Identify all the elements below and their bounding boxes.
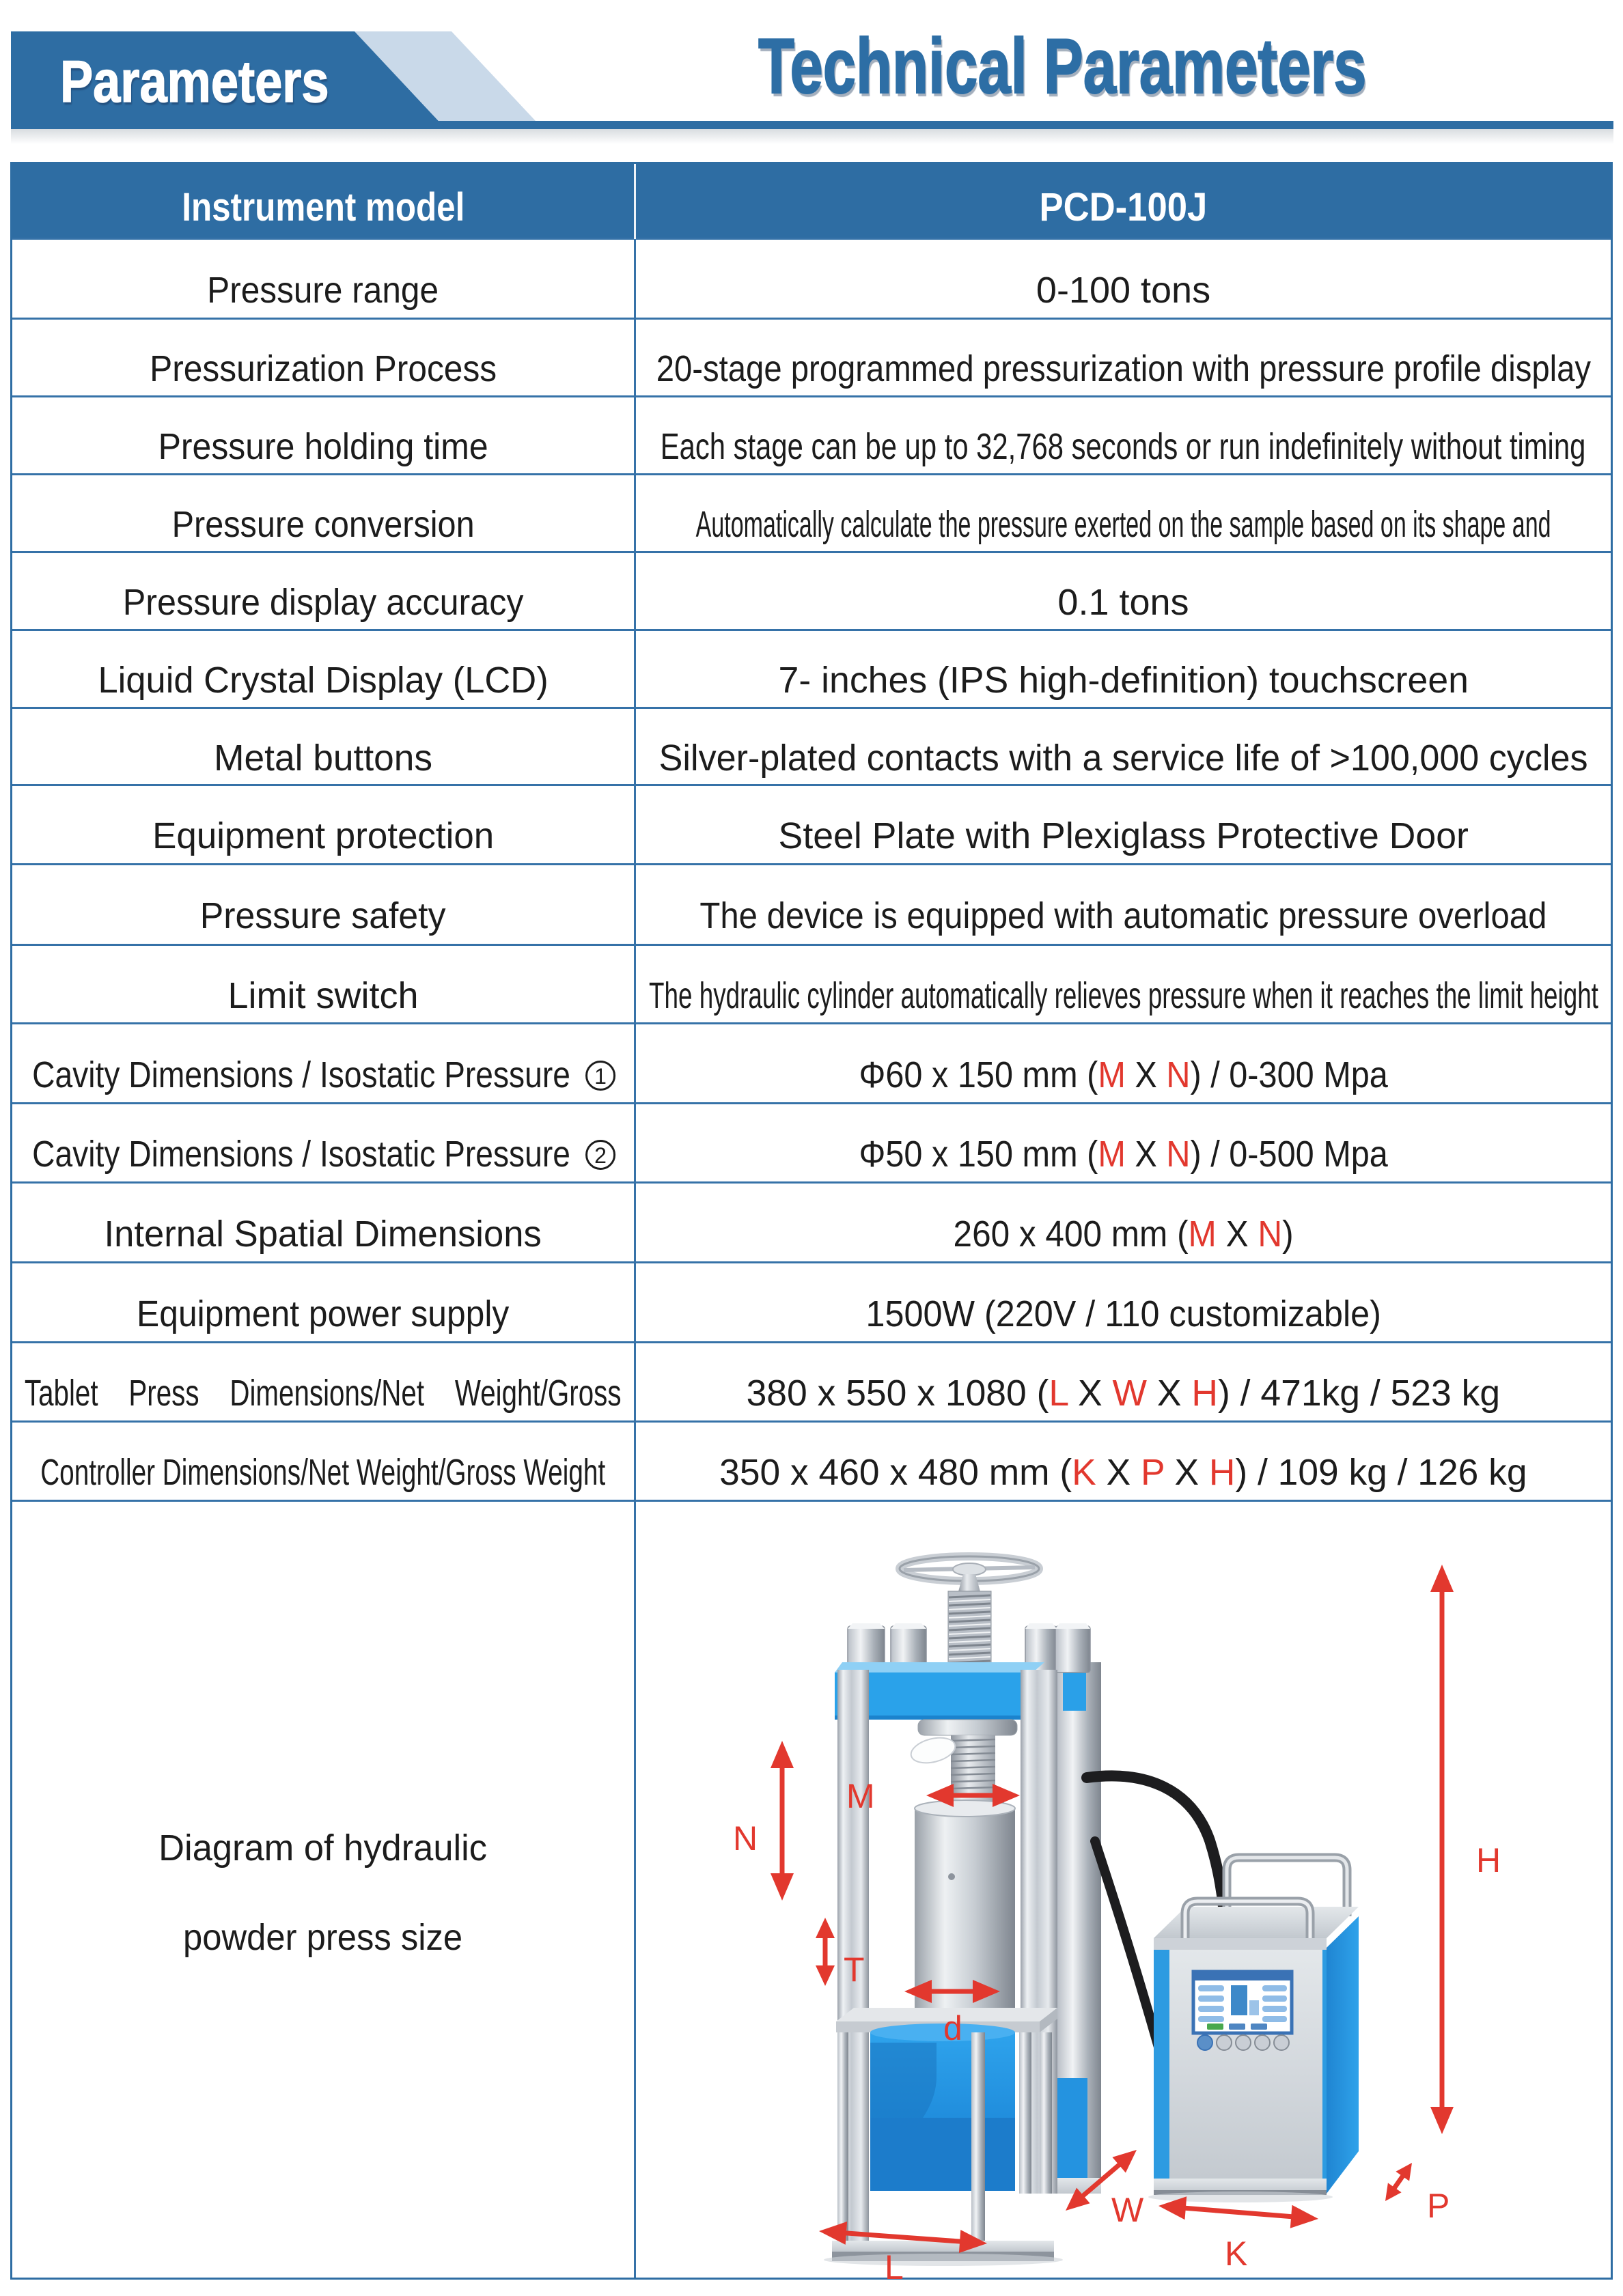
svg-text:d: d <box>943 2009 962 2047</box>
svg-text:T: T <box>844 1950 865 1989</box>
svg-text:K: K <box>1225 2235 1247 2273</box>
svg-text:P: P <box>1427 2187 1449 2225</box>
svg-text:H: H <box>1476 1841 1501 1879</box>
svg-text:W: W <box>1111 2191 1144 2229</box>
svg-text:L: L <box>885 2248 904 2280</box>
svg-text:M: M <box>846 1777 875 1815</box>
svg-text:N: N <box>733 1819 758 1858</box>
